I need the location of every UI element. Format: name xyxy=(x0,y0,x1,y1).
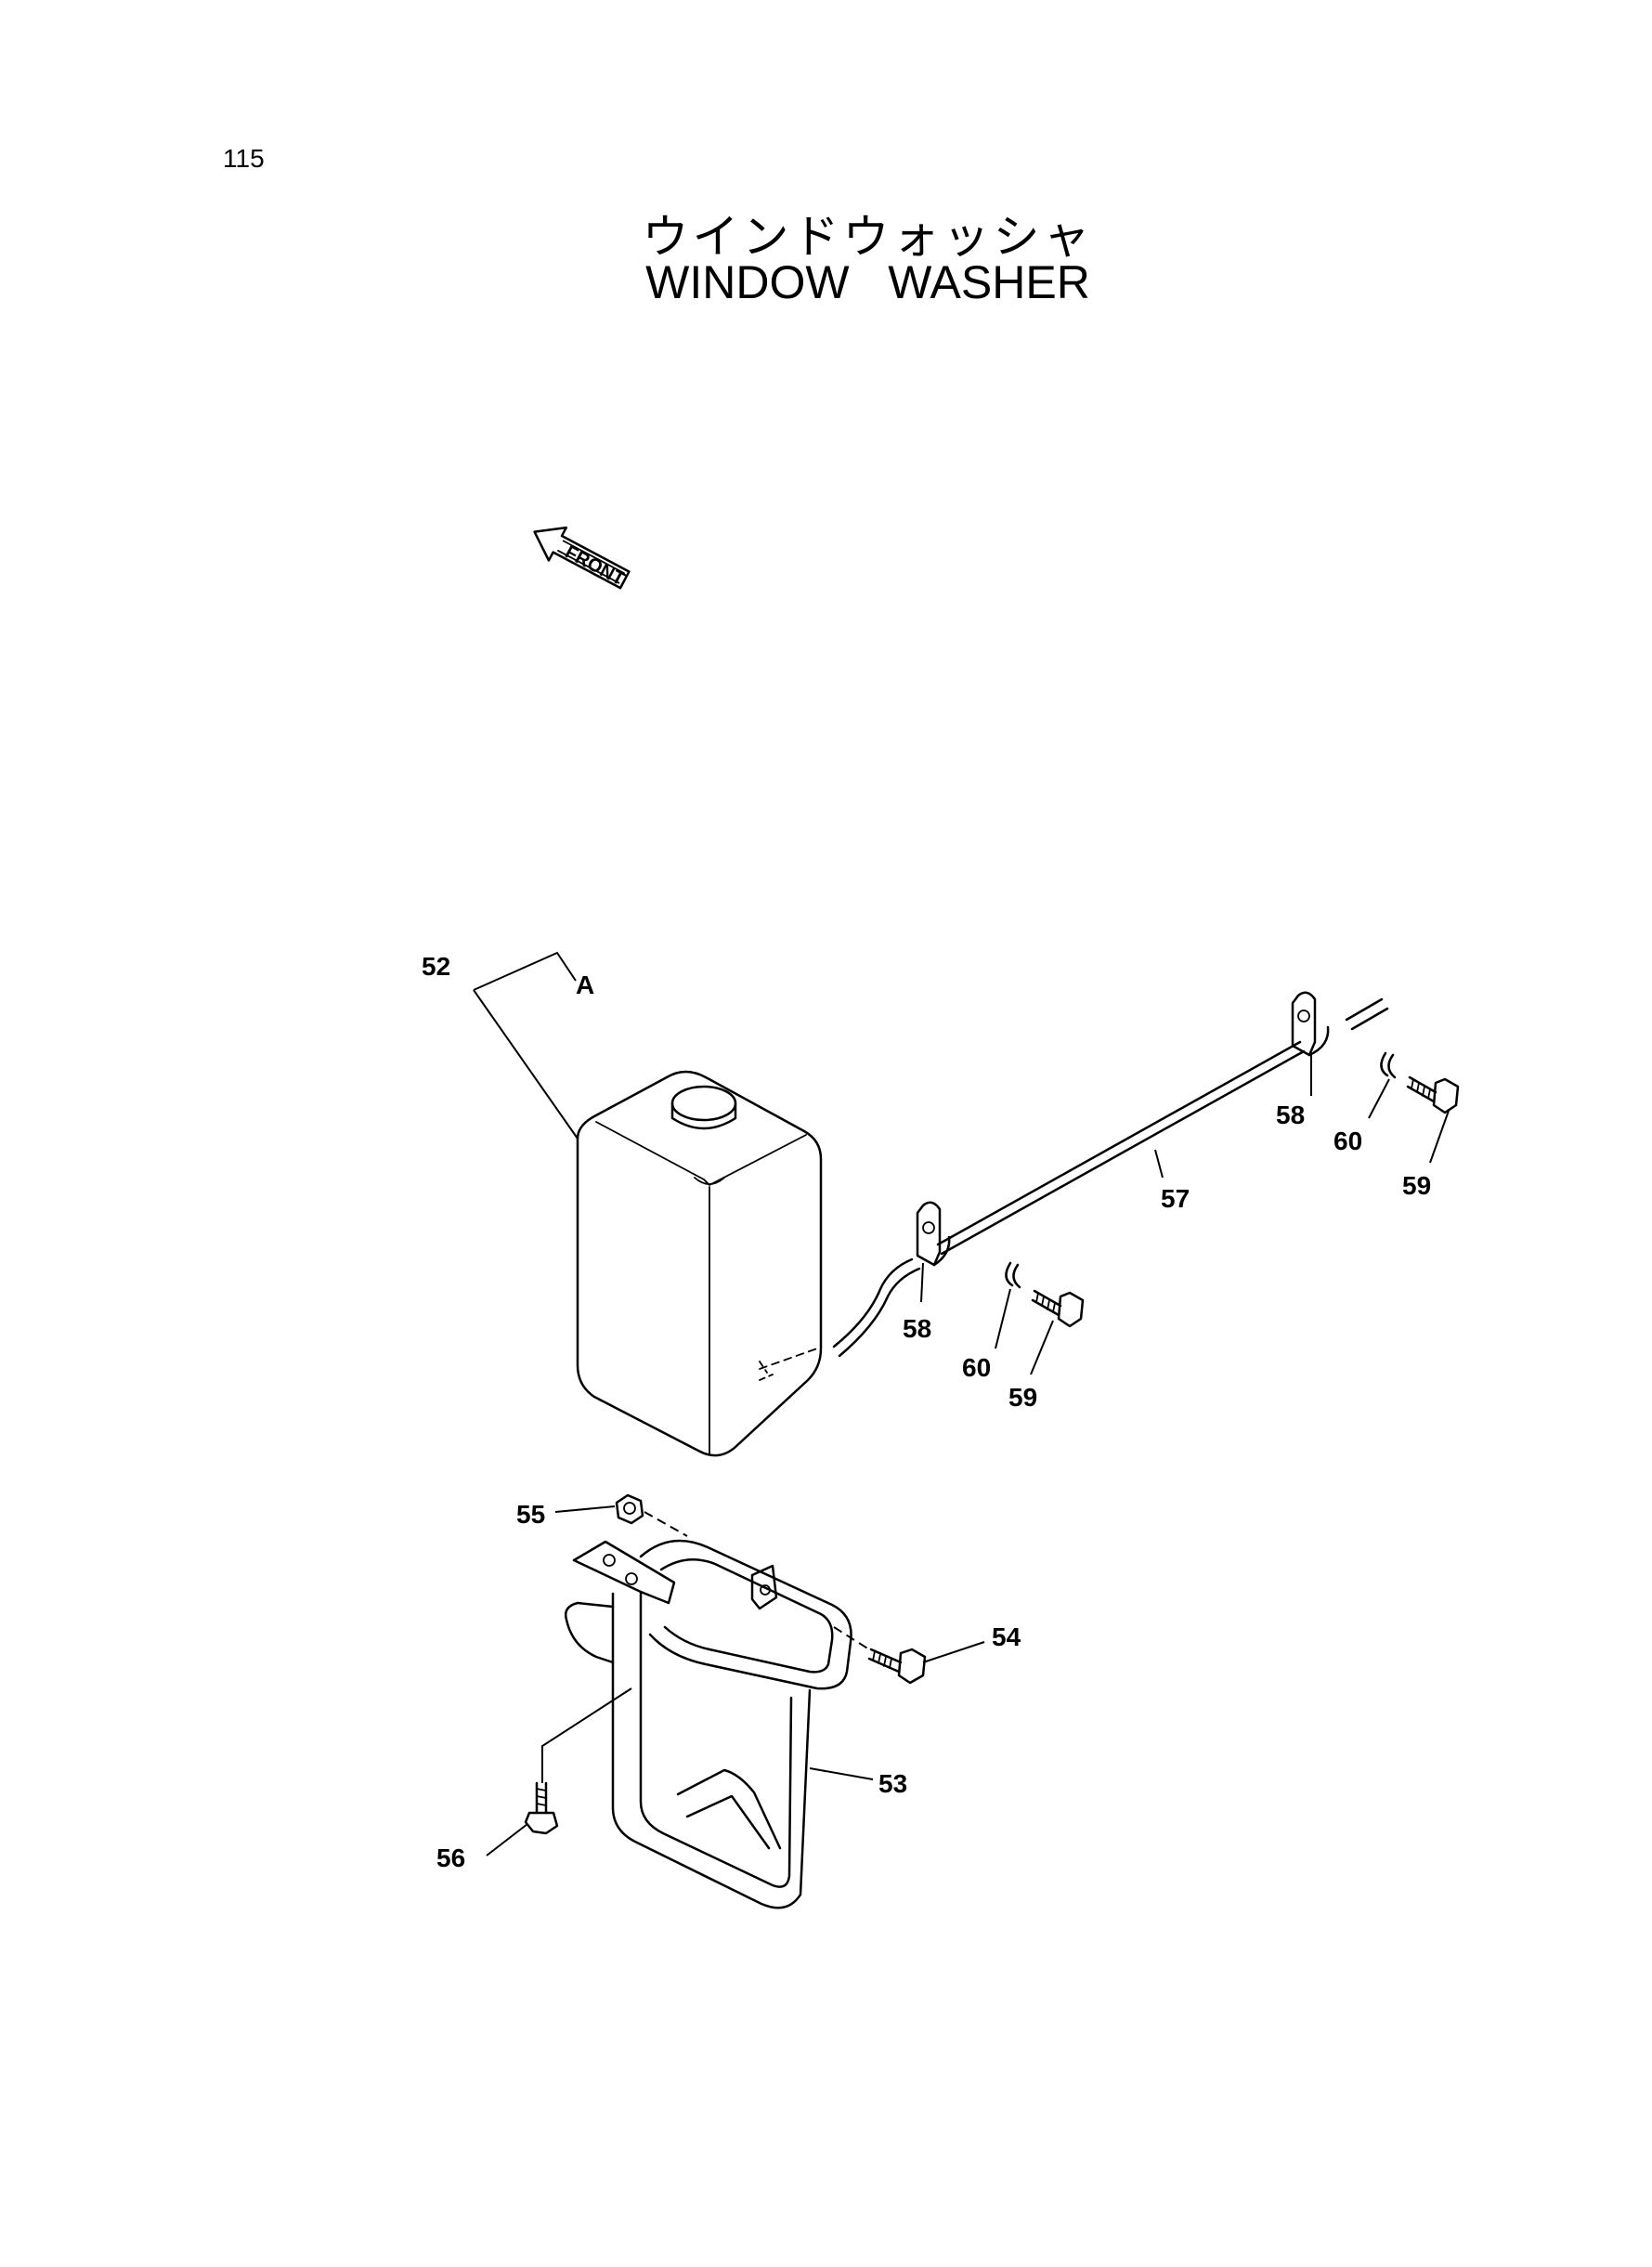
hose-clip-left xyxy=(916,1201,951,1267)
callout-58-left: 58 xyxy=(903,1314,931,1343)
callout-57: 57 xyxy=(1161,1184,1190,1213)
callout-60-right: 60 xyxy=(1333,1127,1362,1155)
bolt-left xyxy=(1031,1289,1085,1328)
callout-A: A xyxy=(576,971,594,999)
washer-ring-left xyxy=(1005,1261,1021,1289)
callout-55: 55 xyxy=(516,1500,545,1529)
washer-hose xyxy=(832,997,1389,1358)
nut xyxy=(615,1493,644,1525)
washer-ring-right xyxy=(1380,1051,1397,1079)
callout-56: 56 xyxy=(436,1844,465,1872)
title-japanese: ウインドウォッシャ xyxy=(642,210,1094,264)
hose-clip-right xyxy=(1291,991,1330,1057)
callout-59-right: 59 xyxy=(1402,1171,1431,1200)
callout-53: 53 xyxy=(878,1769,907,1798)
tank-bracket xyxy=(565,1539,852,1909)
page-number: 115 xyxy=(223,144,265,173)
callout-58-right: 58 xyxy=(1276,1101,1305,1129)
washer-tank xyxy=(576,1070,823,1457)
front-arrow-icon: FRONT xyxy=(533,526,631,590)
callout-59-left: 59 xyxy=(1008,1383,1037,1412)
front-label: FRONT xyxy=(562,541,628,590)
bolt-56 xyxy=(524,1781,559,1835)
bolt-right xyxy=(1406,1075,1460,1114)
callout-52: 52 xyxy=(422,952,450,981)
title-english: WINDOW WASHER xyxy=(645,256,1090,308)
bolt-54 xyxy=(867,1648,927,1685)
callout-60-left: 60 xyxy=(962,1353,991,1382)
callout-54: 54 xyxy=(992,1622,1021,1651)
